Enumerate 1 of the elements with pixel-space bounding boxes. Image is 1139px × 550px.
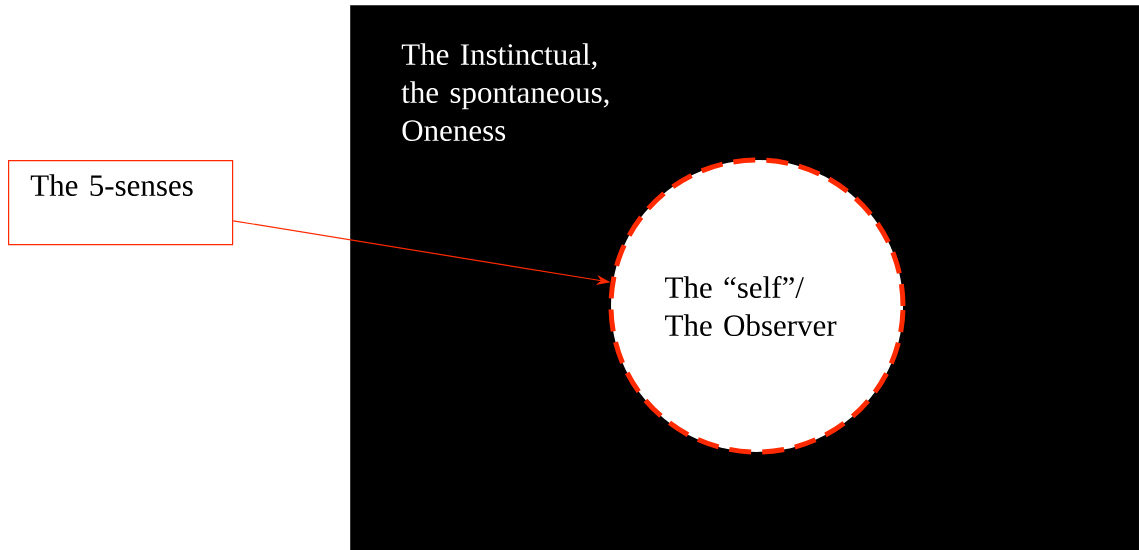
text-box: The 5-senses [8, 160, 234, 246]
